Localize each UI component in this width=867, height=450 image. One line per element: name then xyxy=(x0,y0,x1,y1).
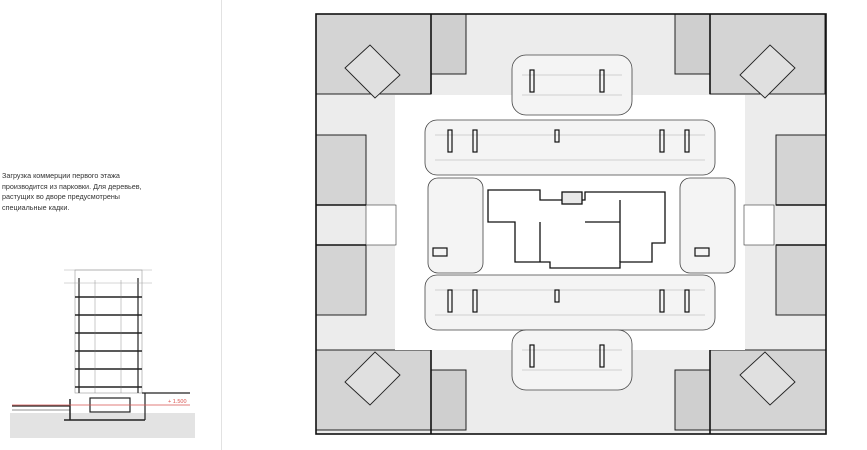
divider-line xyxy=(221,0,222,450)
description-line: производится из парковки. Для деревьев, xyxy=(2,181,142,191)
ground-fill xyxy=(10,413,195,438)
corner-cores xyxy=(344,44,796,406)
building-section-drawing: + 1.500 xyxy=(10,269,195,438)
description-line: растущих во дворе предусмотрены xyxy=(2,192,120,202)
side-corridors xyxy=(365,204,775,246)
outer-walls xyxy=(315,13,827,435)
description-line: специальные кадки. xyxy=(2,202,70,212)
left-panel: Загрузка коммерции первого этажа произво… xyxy=(0,0,222,450)
description-line: Загрузка коммерции первого этажа xyxy=(2,171,120,180)
floor-plan-drawing xyxy=(315,13,827,435)
description-text: Загрузка коммерции первого этажа произво… xyxy=(2,171,202,213)
parking-stall-blocks xyxy=(432,69,710,368)
building-section xyxy=(12,269,190,421)
level-label: + 1.500 xyxy=(168,399,187,405)
central-building xyxy=(487,189,666,269)
